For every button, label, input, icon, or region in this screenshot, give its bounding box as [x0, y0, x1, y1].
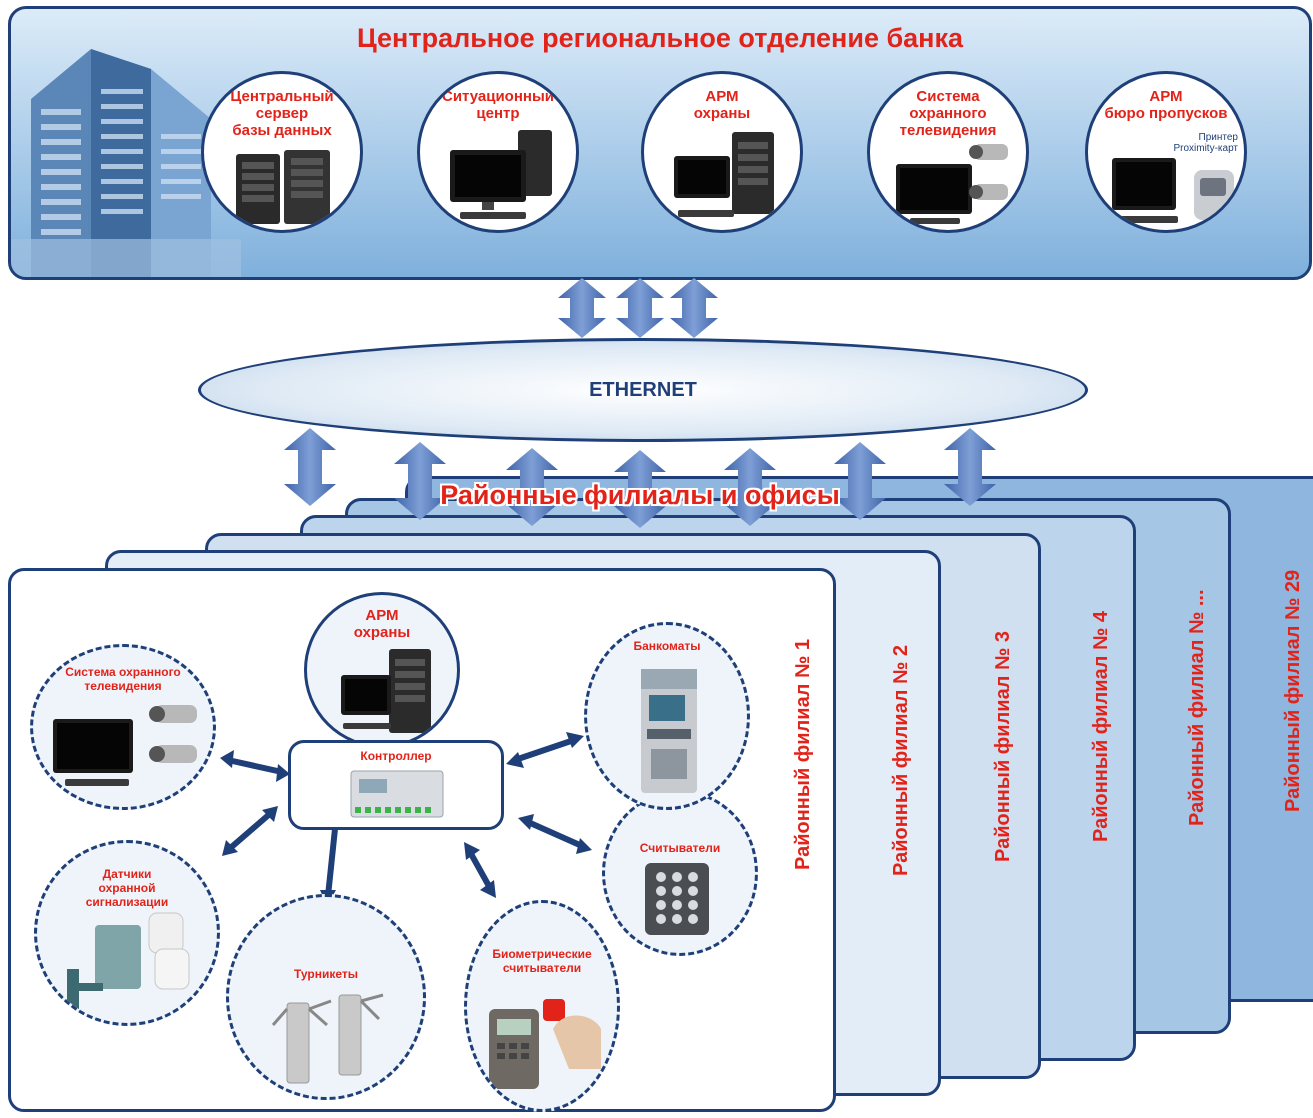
security-arm-label: АРМ охраны	[693, 88, 751, 122]
workstation-icon	[450, 130, 552, 219]
keypad-reader-icon	[645, 863, 709, 935]
branch-readers-label: Считыватели	[639, 841, 721, 855]
branches-title: Районные филиалы и офисы	[440, 480, 840, 510]
central-office-title: Центральное региональное отделение банка	[356, 23, 964, 53]
double-arrow	[284, 428, 336, 506]
bank-building-illustration	[11, 49, 241, 277]
branch-arm-label: АРМ охраны	[353, 607, 411, 641]
ethernet-label: ETHERNET	[589, 379, 697, 401]
proximity-printer-label: Принтер Proximity-карт	[1173, 132, 1238, 154]
pass-bureau-label: АРМ бюро пропусков	[1104, 88, 1228, 122]
branch-turnstiles-label: Турникеты	[294, 967, 358, 981]
branch-atm-circle: Банкоматы	[584, 622, 750, 810]
branch-cctv-circle: Система охранного телевидения	[30, 644, 216, 810]
controller-icon	[350, 770, 444, 818]
branch-sensors-circle: Датчики охранной сигнализации	[34, 840, 220, 1026]
branch-readers-circle: Считыватели	[602, 790, 758, 956]
branch-sensors-label: Датчики охранной сигнализации	[85, 867, 169, 909]
db-server-label: Центральный сервер базы данных	[230, 88, 334, 139]
fingerprint-reader-icon	[489, 999, 601, 1089]
branch-biometric-circle: Биометрические считыватели	[464, 900, 620, 1112]
link-cctv	[225, 757, 285, 775]
turnstile-icon	[271, 993, 384, 1084]
double-arrow	[506, 448, 558, 526]
double-arrow	[670, 278, 718, 338]
branch-security-arm: АРМ охраны	[304, 592, 460, 748]
cctv-cameras-icon	[53, 705, 197, 786]
double-arrow	[614, 450, 666, 528]
link-atm	[512, 737, 577, 763]
double-arrow	[944, 428, 996, 506]
branch-atm-label: Банкоматы	[633, 639, 701, 653]
double-arrow	[724, 448, 776, 526]
branch-biometric-label: Биометрические считыватели	[492, 947, 592, 975]
controller-label: Контроллер	[360, 749, 432, 763]
pass-bureau-node: АРМ бюро пропусков Принтер Proximity-кар…	[1085, 71, 1247, 233]
security-arm-node: АРМ охраны	[641, 71, 803, 233]
cctv-node: Система охранного телевидения	[867, 71, 1029, 233]
link-readers	[525, 819, 585, 849]
workstation-icon	[341, 649, 431, 733]
link-biometric	[467, 849, 493, 891]
controller-box: Контроллер	[288, 740, 504, 830]
double-arrow	[834, 442, 886, 520]
ethernet-network: ETHERNET	[198, 338, 1088, 442]
cctv-cameras-icon	[896, 144, 1008, 224]
atm-icon	[641, 669, 697, 793]
central-office-panel: Центральное региональное отделение банка…	[8, 6, 1312, 280]
motion-sensor-icon	[67, 912, 190, 1015]
cctv-label: Система охранного телевидения	[899, 88, 997, 139]
workstation-icon	[674, 132, 774, 217]
server-icon	[236, 150, 330, 224]
branch-cctv-label: Система охранного телевидения	[65, 665, 181, 693]
link-sensors	[225, 809, 275, 853]
double-arrow	[394, 442, 446, 520]
situation-center-label: Ситуационный центр	[441, 88, 555, 122]
branch-turnstiles-circle: Турникеты	[226, 894, 426, 1100]
card-printer-icon	[1112, 158, 1234, 223]
double-arrow	[616, 278, 664, 338]
db-server-node: Центральный сервер базы данных	[201, 71, 363, 233]
double-arrow	[558, 278, 606, 338]
situation-center-node: Ситуационный центр	[417, 71, 579, 233]
